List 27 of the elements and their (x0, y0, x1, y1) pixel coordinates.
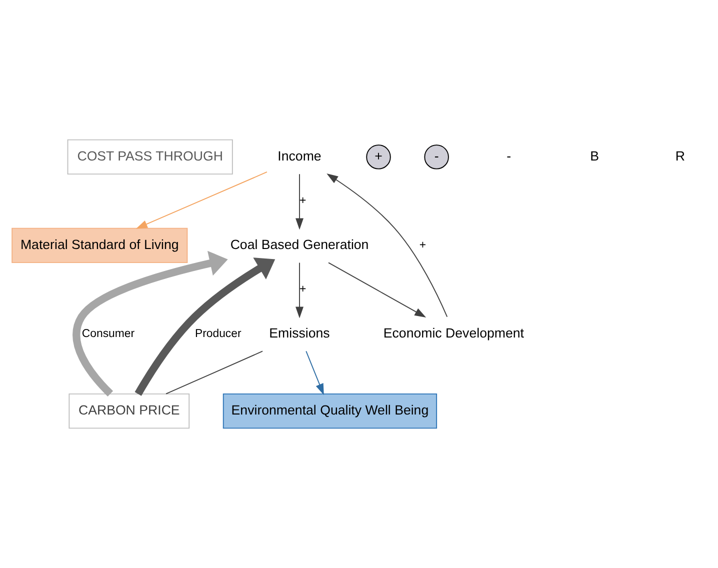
node-text: Income (278, 148, 322, 164)
node-box: Material Standard of Living (12, 228, 188, 264)
node-text: Coal Based Generation (230, 236, 369, 252)
arrow (296, 174, 304, 230)
arrow (136, 172, 268, 229)
node-text: Economic Development (383, 325, 524, 340)
edge-label: + (419, 239, 426, 252)
label: R (675, 148, 686, 164)
connector (166, 350, 264, 394)
node-box: Environmental Quality Well Being (222, 393, 438, 429)
label: B (590, 148, 600, 164)
node-text: Emissions (269, 325, 330, 340)
node-box: COST PASS THROUGH (67, 139, 233, 175)
edge-label: + (300, 284, 306, 296)
node-circle: - (424, 144, 449, 170)
arrow (326, 174, 448, 318)
node-box: CARBON PRICE (68, 393, 190, 429)
arrow (134, 258, 276, 396)
arrow (72, 250, 228, 396)
arrow (328, 262, 426, 318)
label: - (506, 148, 512, 164)
node-circle: + (366, 144, 391, 170)
edge-label: Consumer (82, 328, 135, 340)
arrow (296, 262, 304, 318)
edge-label: Producer (194, 328, 242, 340)
arrow (306, 350, 324, 396)
edge-label: + (300, 195, 306, 208)
